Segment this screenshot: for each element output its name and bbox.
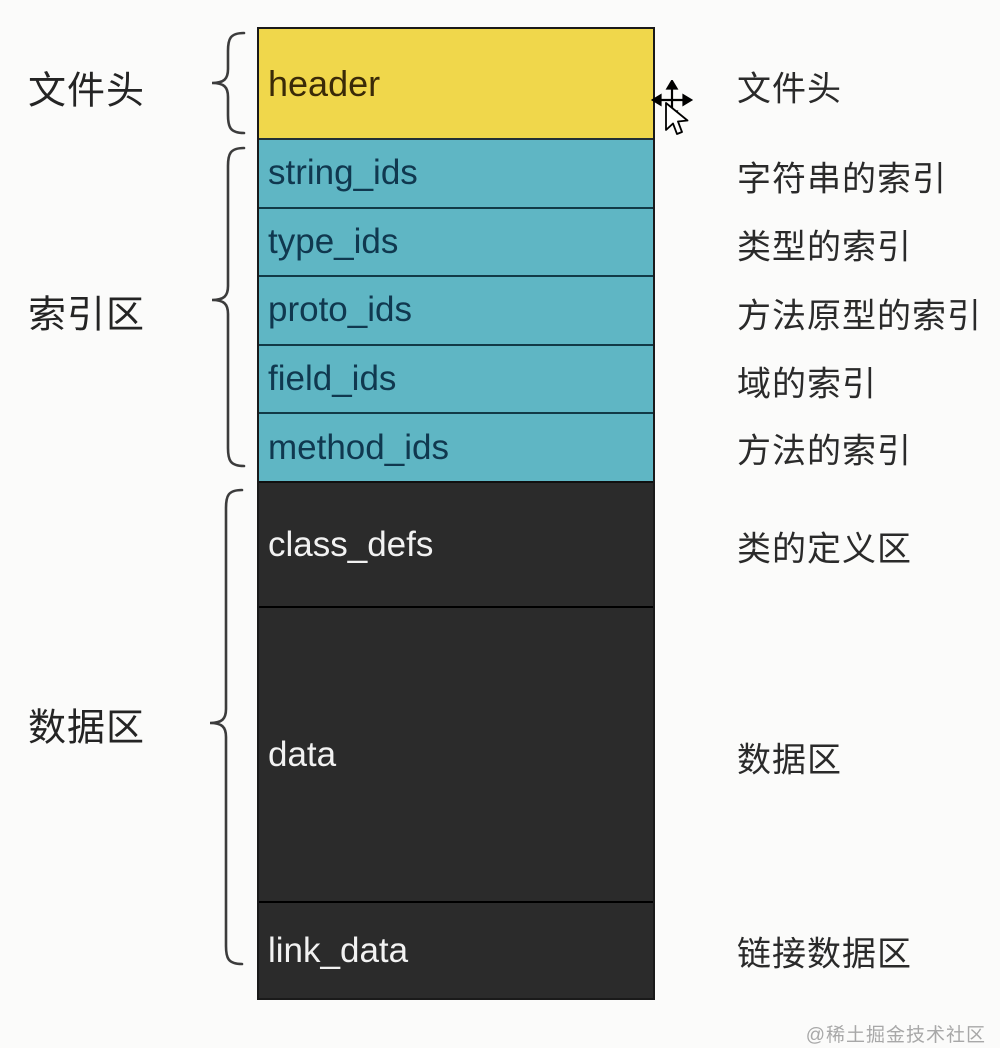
box-type-ids-label: type_ids xyxy=(268,221,399,261)
box-proto-ids: proto_ids xyxy=(259,275,653,344)
box-class-defs: class_defs xyxy=(259,483,653,606)
box-method-ids-label: method_ids xyxy=(268,427,449,467)
box-type-ids: type_ids xyxy=(259,206,653,276)
box-string-ids-label: string_ids xyxy=(268,153,418,193)
box-data: data xyxy=(259,606,653,901)
group-label-file-header: 文件头 xyxy=(28,70,146,113)
annotation-class-defs: 类的定义区 xyxy=(737,530,912,569)
annotation-string-ids: 字符串的索引 xyxy=(737,160,947,199)
group-label-data-area: 数据区 xyxy=(28,707,146,750)
box-proto-ids-label: proto_ids xyxy=(268,290,412,330)
annotation-type-ids: 类型的索引 xyxy=(737,228,912,267)
data-section: class_defs data link_data xyxy=(259,483,653,998)
box-link-data: link_data xyxy=(259,901,653,998)
annotation-proto-ids: 方法原型的索引 xyxy=(737,297,982,336)
group-label-index-area: 索引区 xyxy=(28,294,146,337)
move-cursor-icon xyxy=(650,80,694,135)
box-header: header xyxy=(259,29,653,140)
box-string-ids: string_ids xyxy=(259,140,653,207)
box-data-label: data xyxy=(268,734,337,774)
box-header-label: header xyxy=(268,62,381,104)
annotation-header: 文件头 xyxy=(737,70,842,109)
annotation-data: 数据区 xyxy=(737,741,842,780)
box-class-defs-label: class_defs xyxy=(268,524,434,564)
watermark: @稀土掘金技术社区 xyxy=(805,1025,986,1046)
annotation-method-ids: 方法的索引 xyxy=(737,432,912,471)
box-link-data-label: link_data xyxy=(268,930,409,970)
box-field-ids: field_ids xyxy=(259,343,653,413)
brace-data-area xyxy=(209,488,244,966)
index-section: string_ids type_ids proto_ids field_ids … xyxy=(259,140,653,483)
annotation-field-ids: 域的索引 xyxy=(737,365,877,404)
dex-box-column: header string_ids type_ids proto_ids fie… xyxy=(257,27,655,1000)
brace-file-header xyxy=(211,31,246,135)
box-method-ids: method_ids xyxy=(259,412,653,481)
box-field-ids-label: field_ids xyxy=(268,359,397,399)
brace-index-area xyxy=(211,146,246,468)
annotation-link-data: 链接数据区 xyxy=(737,935,912,974)
